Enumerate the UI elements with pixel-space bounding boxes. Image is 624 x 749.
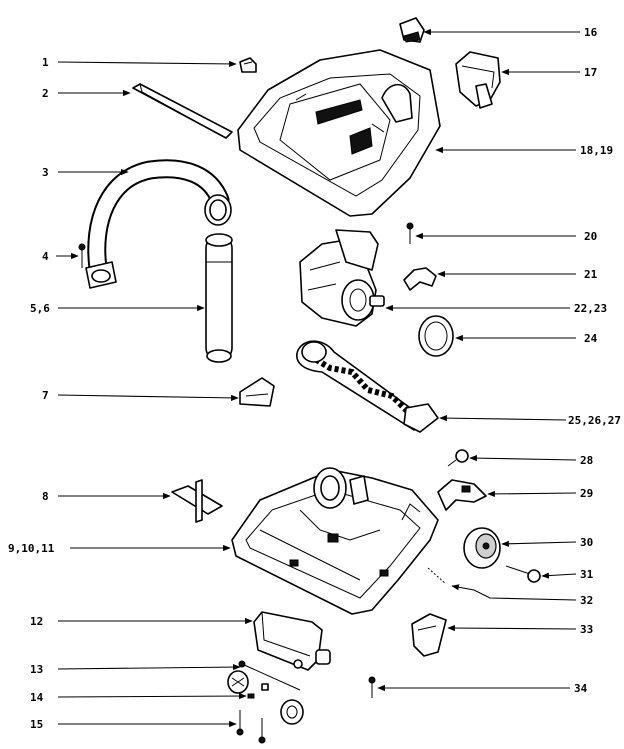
label-3: 3 bbox=[42, 166, 49, 179]
leader-lines bbox=[56, 28, 580, 728]
part-2-bar bbox=[132, 83, 233, 139]
label-20: 20 bbox=[584, 230, 597, 243]
part-20-screw bbox=[406, 222, 414, 244]
label-32: 32 bbox=[580, 594, 593, 607]
part-15-screws-wheel bbox=[236, 699, 304, 744]
part-31-axle-pin bbox=[505, 565, 541, 583]
part-28-fitting bbox=[447, 449, 469, 467]
part-1-clip bbox=[239, 57, 257, 73]
callout-labels: 1 2 3 4 5,6 7 8 9,10,11 12 13 14 15 16 1… bbox=[8, 26, 621, 731]
label-16: 16 bbox=[584, 26, 598, 39]
leader-31 bbox=[541, 572, 577, 579]
label-1: 1 bbox=[42, 56, 49, 69]
part-18-19-hood bbox=[237, 49, 441, 217]
label-34: 34 bbox=[574, 682, 588, 695]
leader-33 bbox=[447, 624, 577, 632]
leader-14 bbox=[57, 692, 247, 700]
part-4-screw bbox=[78, 243, 86, 268]
label-12: 12 bbox=[30, 615, 43, 628]
part-25-26-27-brushroll bbox=[296, 340, 439, 433]
label-31: 31 bbox=[580, 568, 594, 581]
part-24-belt bbox=[418, 315, 454, 357]
part-17-housing bbox=[455, 51, 501, 109]
part-14-wheel bbox=[227, 670, 269, 699]
leader-7 bbox=[57, 394, 239, 401]
label-17: 17 bbox=[584, 66, 597, 79]
label-7: 7 bbox=[42, 389, 49, 402]
label-8: 8 bbox=[42, 490, 49, 503]
part-5-6-wand-tube bbox=[205, 233, 233, 363]
label-13: 13 bbox=[30, 663, 43, 676]
label-2: 2 bbox=[42, 87, 49, 100]
label-5-6: 5,6 bbox=[30, 302, 50, 315]
part-30-wheel bbox=[463, 527, 501, 569]
part-29-latch bbox=[437, 479, 487, 511]
part-21-bracket bbox=[403, 267, 437, 291]
part-22-23-motor bbox=[299, 229, 385, 327]
leader-29 bbox=[487, 490, 577, 498]
part-3-hose bbox=[85, 159, 232, 289]
label-21: 21 bbox=[584, 268, 598, 281]
part-8-cross bbox=[171, 479, 223, 523]
label-29: 29 bbox=[580, 487, 593, 500]
leader-28 bbox=[469, 455, 577, 462]
part-34-screw bbox=[368, 676, 376, 698]
part-16-clip bbox=[399, 17, 425, 43]
leader-13 bbox=[57, 663, 241, 671]
part-32-spring bbox=[427, 567, 447, 585]
label-25-26-27: 25,26,27 bbox=[568, 414, 621, 427]
leader-25-26-27 bbox=[439, 415, 567, 422]
label-15: 15 bbox=[30, 718, 43, 731]
label-9-10-11: 9,10,11 bbox=[8, 542, 55, 555]
label-22-23: 22,23 bbox=[574, 302, 607, 315]
part-9-10-11-base bbox=[231, 467, 439, 615]
label-28: 28 bbox=[580, 454, 593, 467]
label-24: 24 bbox=[584, 332, 598, 345]
label-14: 14 bbox=[30, 691, 44, 704]
leader-30 bbox=[501, 540, 577, 547]
label-4: 4 bbox=[42, 250, 49, 263]
part-7-bracket bbox=[239, 377, 275, 407]
leader-1 bbox=[57, 60, 237, 68]
leader-32 bbox=[451, 584, 577, 601]
label-33: 33 bbox=[580, 623, 593, 636]
part-33-bracket bbox=[411, 613, 447, 657]
label-18-19: 18,19 bbox=[580, 144, 613, 157]
label-30: 30 bbox=[580, 536, 593, 549]
part-12-housing bbox=[253, 611, 331, 671]
